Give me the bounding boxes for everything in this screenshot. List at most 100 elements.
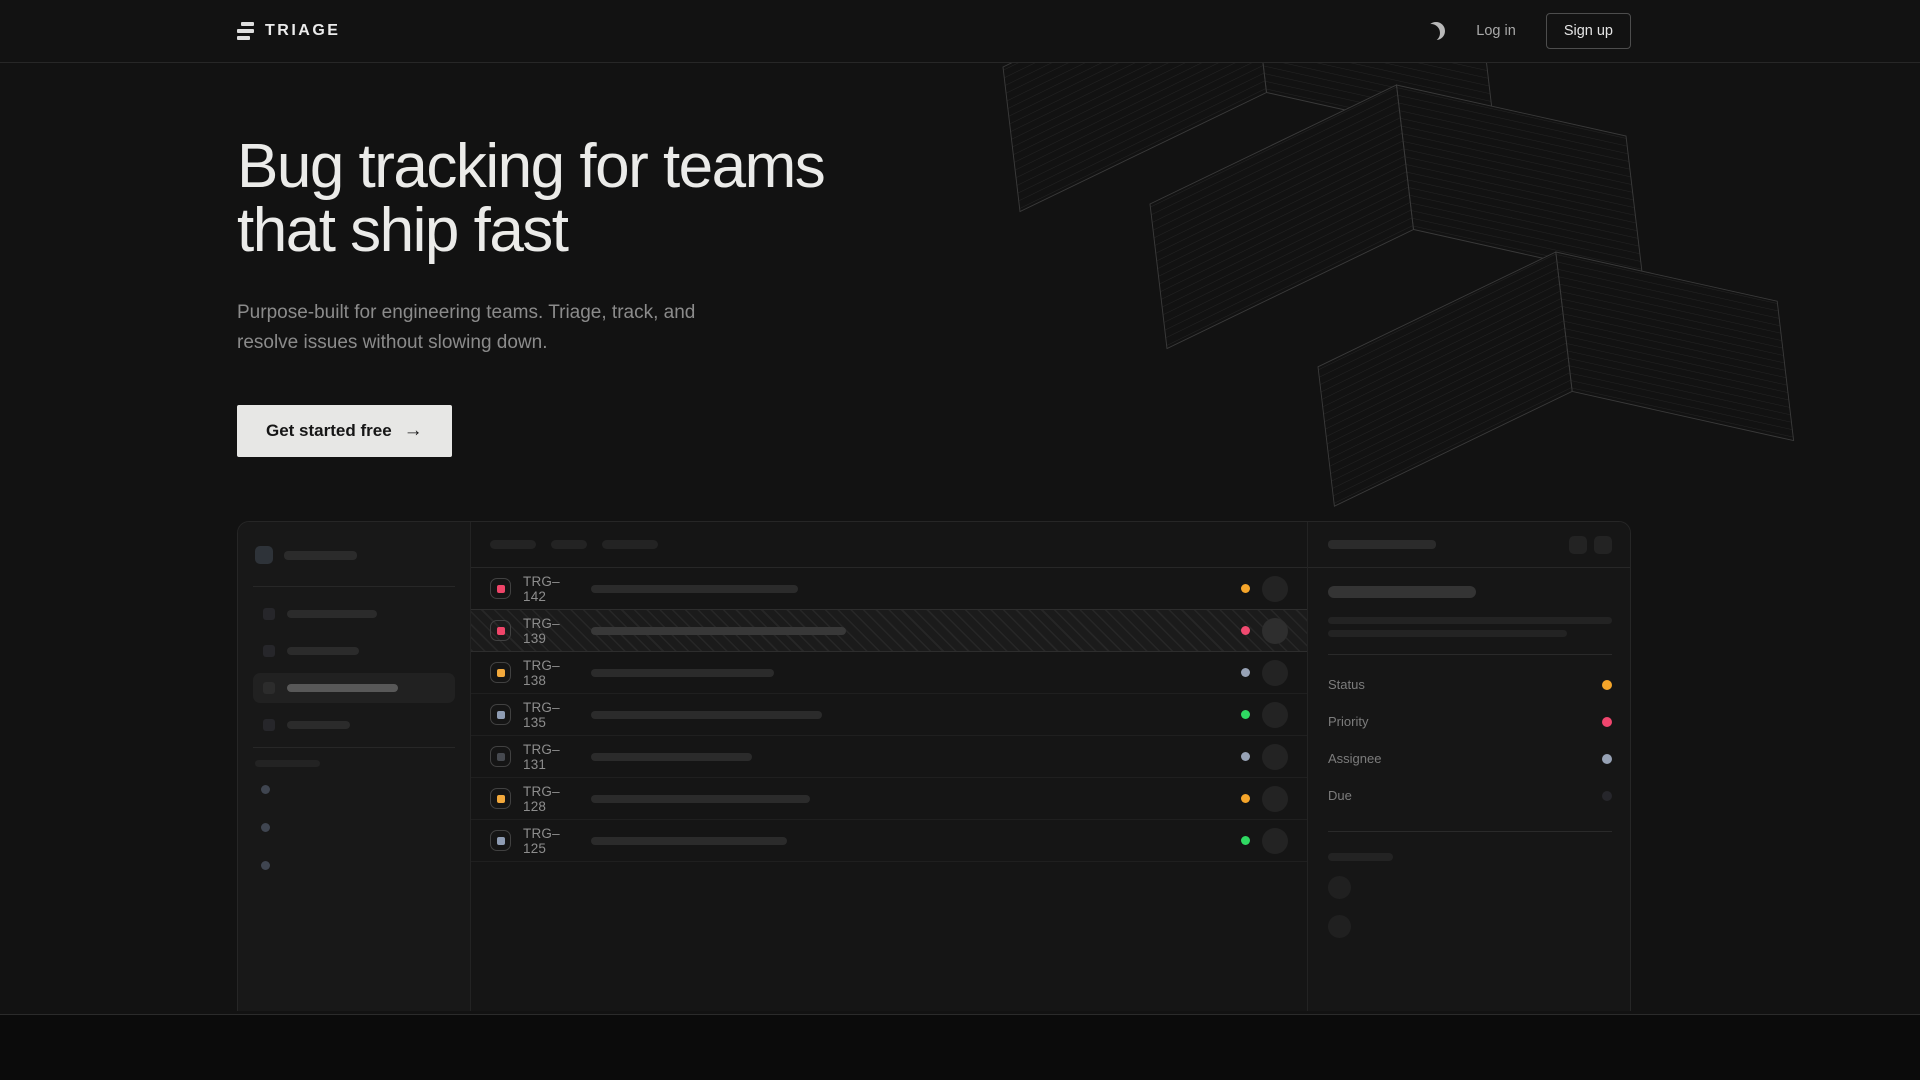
issue-type-icon — [490, 578, 511, 599]
issue-type-icon — [490, 704, 511, 725]
brand-name: TRIAGE — [265, 22, 341, 39]
assignee-avatar — [1262, 827, 1288, 854]
skeleton-filter-pill[interactable] — [490, 540, 536, 549]
issue-id: TRG–135 — [523, 699, 560, 730]
issue-type-icon — [490, 620, 511, 641]
skeleton-section-label — [1328, 853, 1393, 861]
hero-title-line1: Bug tracking for teams — [237, 132, 826, 201]
workspace-switcher[interactable] — [253, 538, 455, 580]
skeleton-title-bar — [591, 584, 798, 593]
issue-type-icon — [490, 662, 511, 683]
triage-logo-icon — [237, 22, 254, 40]
issue-row[interactable]: TRG–131 — [471, 736, 1307, 778]
status-dot — [1241, 836, 1250, 845]
detail-action-button[interactable] — [1594, 535, 1612, 554]
hero-section: Bug tracking for teams that ship fast Pu… — [237, 63, 1631, 457]
nav-item-icon — [263, 719, 275, 731]
skeleton-bar — [1328, 540, 1436, 549]
issue-type-icon — [490, 788, 511, 809]
issue-row[interactable]: TRG–135 — [471, 694, 1307, 736]
sidebar-nav-item-active[interactable] — [253, 673, 455, 703]
list-header — [471, 522, 1307, 568]
divider — [253, 586, 455, 587]
mockup-sidebar — [238, 522, 471, 1011]
assignee-avatar — [1262, 785, 1288, 812]
field-label: Due — [1328, 788, 1352, 803]
skeleton-bar — [287, 610, 377, 618]
label-dot — [261, 785, 270, 794]
issue-row[interactable]: TRG–128 — [471, 778, 1307, 820]
assignee-avatar — [1262, 701, 1288, 728]
issue-row-selected[interactable]: TRG–139 — [471, 609, 1307, 652]
sidebar-nav-item[interactable] — [253, 636, 455, 666]
skeleton-title-bar — [591, 794, 810, 803]
arrow-right-icon: → — [403, 420, 423, 441]
issue-id: TRG–125 — [523, 825, 560, 856]
skeleton-issue-title — [1328, 586, 1476, 598]
skeleton-filter-pill[interactable] — [551, 540, 587, 549]
status-value-dot — [1602, 679, 1612, 690]
assignee-avatar — [1262, 659, 1288, 686]
skeleton-title-bar — [591, 626, 846, 635]
detail-field-assignee[interactable]: Assignee — [1328, 740, 1612, 777]
workspace-avatar — [255, 546, 273, 564]
nav-item-icon — [263, 608, 275, 620]
due-value-dot — [1602, 790, 1612, 801]
sidebar-nav-item[interactable] — [253, 710, 455, 740]
cta-label: Get started free — [266, 421, 392, 440]
detail-action-button[interactable] — [1569, 535, 1587, 554]
nav-item-icon — [263, 645, 275, 657]
divider — [253, 747, 455, 748]
skeleton-text-line — [1328, 630, 1567, 637]
issue-type-icon — [490, 830, 511, 851]
issue-type-icon — [490, 746, 511, 767]
status-dot — [1241, 626, 1250, 635]
issue-id: TRG–128 — [523, 783, 560, 814]
skeleton-text-line — [1328, 617, 1612, 624]
label-dot — [261, 861, 270, 870]
brand-logo[interactable]: TRIAGE — [237, 22, 340, 40]
skeleton-title-bar — [591, 710, 822, 719]
signup-button[interactable]: Sign up — [1545, 13, 1631, 49]
status-dot — [1241, 710, 1250, 719]
assignee-avatar — [1262, 743, 1288, 770]
sidebar-nav-item[interactable] — [253, 599, 455, 629]
skeleton-bar — [287, 721, 350, 729]
detail-field-priority[interactable]: Priority — [1328, 703, 1612, 740]
field-label: Status — [1328, 677, 1365, 692]
skeleton-title-bar — [591, 668, 774, 677]
top-nav: TRIAGE Log in Sign up — [0, 0, 1920, 63]
activity-avatar — [1328, 876, 1351, 899]
issue-row[interactable]: TRG–138 — [471, 652, 1307, 694]
priority-value-dot — [1602, 716, 1612, 727]
app-mockup: TRG–142 TRG–139 TRG–138 — [237, 521, 1631, 1011]
status-dot — [1241, 794, 1250, 803]
field-label: Priority — [1328, 714, 1369, 729]
theme-toggle-moon-icon[interactable] — [1426, 21, 1446, 41]
skeleton-filter-pill[interactable] — [602, 540, 658, 549]
status-dot — [1241, 584, 1250, 593]
field-label: Assignee — [1328, 751, 1382, 766]
issue-id: TRG–138 — [523, 657, 560, 688]
issue-detail-panel: Status Priority Assignee Due — [1307, 522, 1630, 1011]
issue-row[interactable]: TRG–142 — [471, 568, 1307, 610]
hero-title: Bug tracking for teams that ship fast — [237, 135, 1631, 263]
detail-field-status[interactable]: Status — [1328, 666, 1612, 703]
assignee-avatar — [1262, 617, 1288, 644]
detail-field-due[interactable]: Due — [1328, 777, 1612, 814]
issue-id: TRG–142 — [523, 573, 560, 604]
hero-subtitle: Purpose-built for engineering teams. Tri… — [237, 302, 696, 353]
skeleton-bar — [287, 647, 359, 655]
detail-header — [1308, 522, 1630, 568]
divider — [1328, 831, 1612, 832]
get-started-button[interactable]: Get started free → — [237, 405, 452, 457]
activity-avatar — [1328, 915, 1351, 938]
issue-row[interactable]: TRG–125 — [471, 820, 1307, 862]
page-footer — [0, 1014, 1920, 1080]
assignee-avatar — [1262, 575, 1288, 602]
issue-id: TRG–131 — [523, 741, 560, 772]
assignee-value-dot — [1602, 753, 1612, 764]
login-link[interactable]: Log in — [1476, 23, 1516, 39]
issue-list: TRG–142 TRG–139 TRG–138 — [471, 522, 1307, 1011]
skeleton-bar — [284, 550, 357, 560]
